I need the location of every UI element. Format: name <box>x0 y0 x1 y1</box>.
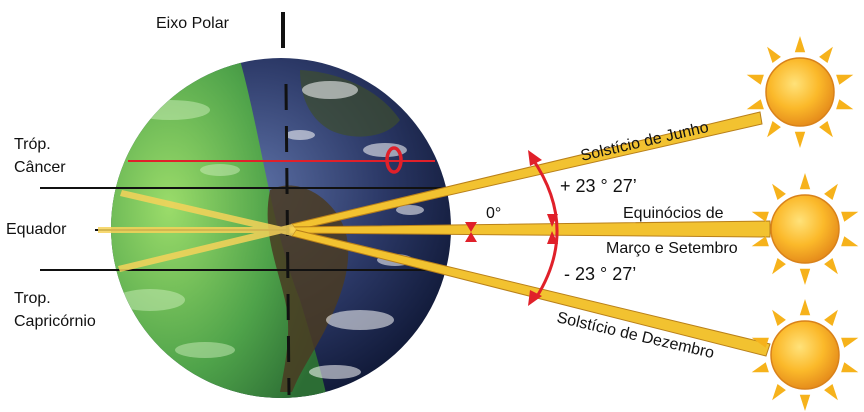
sun-icon <box>751 173 859 285</box>
equinox-label-line2: Março e Setembro <box>606 240 738 257</box>
red-marker-ring <box>385 146 403 174</box>
equinox-label-line1: Equinócios de <box>623 205 724 222</box>
tropic-cancer-label-line1: Tróp. <box>14 136 51 153</box>
tropic-capricorn-label-line1: Trop. <box>14 290 51 307</box>
rays-through-globe <box>98 190 296 272</box>
angle-north-label: + 23 ° 27’ <box>560 176 637 196</box>
tropic-capricorn-label-line2: Capricórnio <box>14 313 96 330</box>
sun-icon <box>746 36 854 148</box>
zero-angle-label: 0° <box>486 205 502 222</box>
equator-label: Equador <box>6 221 67 238</box>
polar-axis-label: Eixo Polar <box>156 15 229 32</box>
angle-arc <box>465 150 559 306</box>
solstice-june-label: Solstício de Junho <box>579 119 710 165</box>
angle-south-label: - 23 ° 27’ <box>564 264 637 284</box>
tropic-cancer-label-line2: Câncer <box>14 159 66 176</box>
sun-icon <box>751 299 859 411</box>
polar-axis <box>281 12 291 396</box>
